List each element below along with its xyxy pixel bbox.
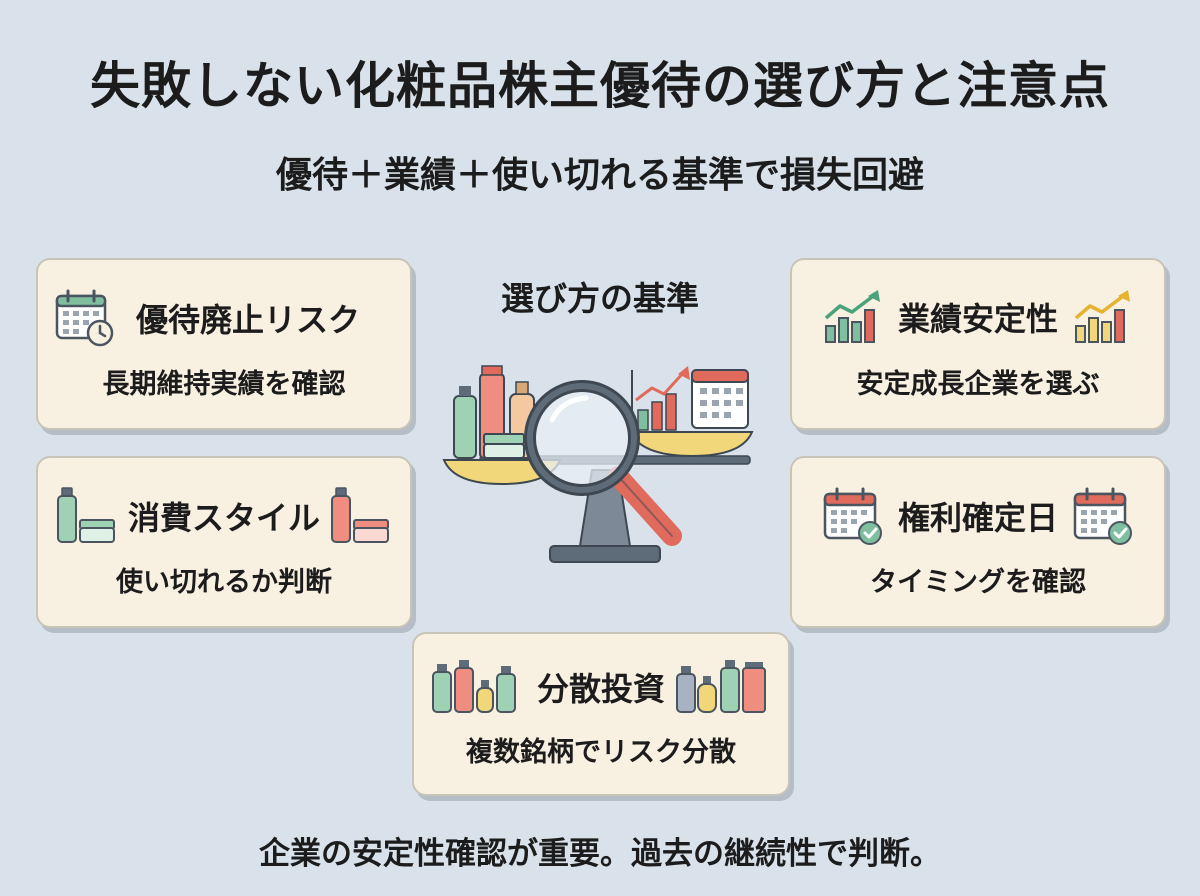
calendar-check-icon [1073, 487, 1132, 545]
center-label: 選び方の基準 [501, 279, 699, 318]
card-record-date-title: 権利確定日 [897, 499, 1058, 537]
card-diversify-desc: 複数銘柄でリスク分散 [466, 737, 736, 768]
card-performance: 業績安定性 安定成長企業を選ぶ [790, 258, 1166, 430]
magnifier-icon [524, 380, 682, 546]
card-performance-desc: 安定成長企業を選ぶ [856, 369, 1100, 400]
card-consumption-desc: 使い切れるか判断 [116, 567, 332, 598]
card-performance-title: 業績安定性 [897, 300, 1058, 338]
card-risk-title: 優待廃止リスク [136, 301, 361, 339]
cosmetics-icon [331, 487, 389, 543]
calendar-check-icon [823, 487, 882, 545]
card-consumption: 消費スタイル 使い切れるか判断 [36, 456, 412, 628]
cosmetics-icon [431, 660, 516, 713]
card-record-date-desc: タイミングを確認 [870, 567, 1086, 598]
cosmetics-icon [56, 487, 115, 543]
calendar-clock-icon [55, 289, 114, 347]
growth-chart-icon [1074, 290, 1130, 343]
scale-icon [442, 365, 754, 563]
cosmetics-icon [676, 660, 766, 713]
card-risk: 優待廃止リスク 長期維持実績を確認 [36, 258, 412, 430]
card-risk-desc: 長期維持実績を確認 [102, 369, 346, 400]
page-title: 失敗しない化粧品株主優待の選び方と注意点 [90, 57, 1110, 115]
page-subtitle: 優待＋業績＋使い切れる基準で損失回避 [275, 155, 924, 196]
card-record-date: 権利確定日 タイミングを確認 [790, 456, 1166, 628]
footer-note: 企業の安定性確認が重要。過去の継続性で判断。 [259, 836, 941, 872]
card-diversify: 分散投資 複数銘柄でリスク分散 [412, 632, 790, 796]
growth-chart-icon [824, 290, 880, 343]
card-consumption-title: 消費スタイル [127, 499, 320, 537]
card-diversify-title: 分散投資 [536, 670, 665, 708]
